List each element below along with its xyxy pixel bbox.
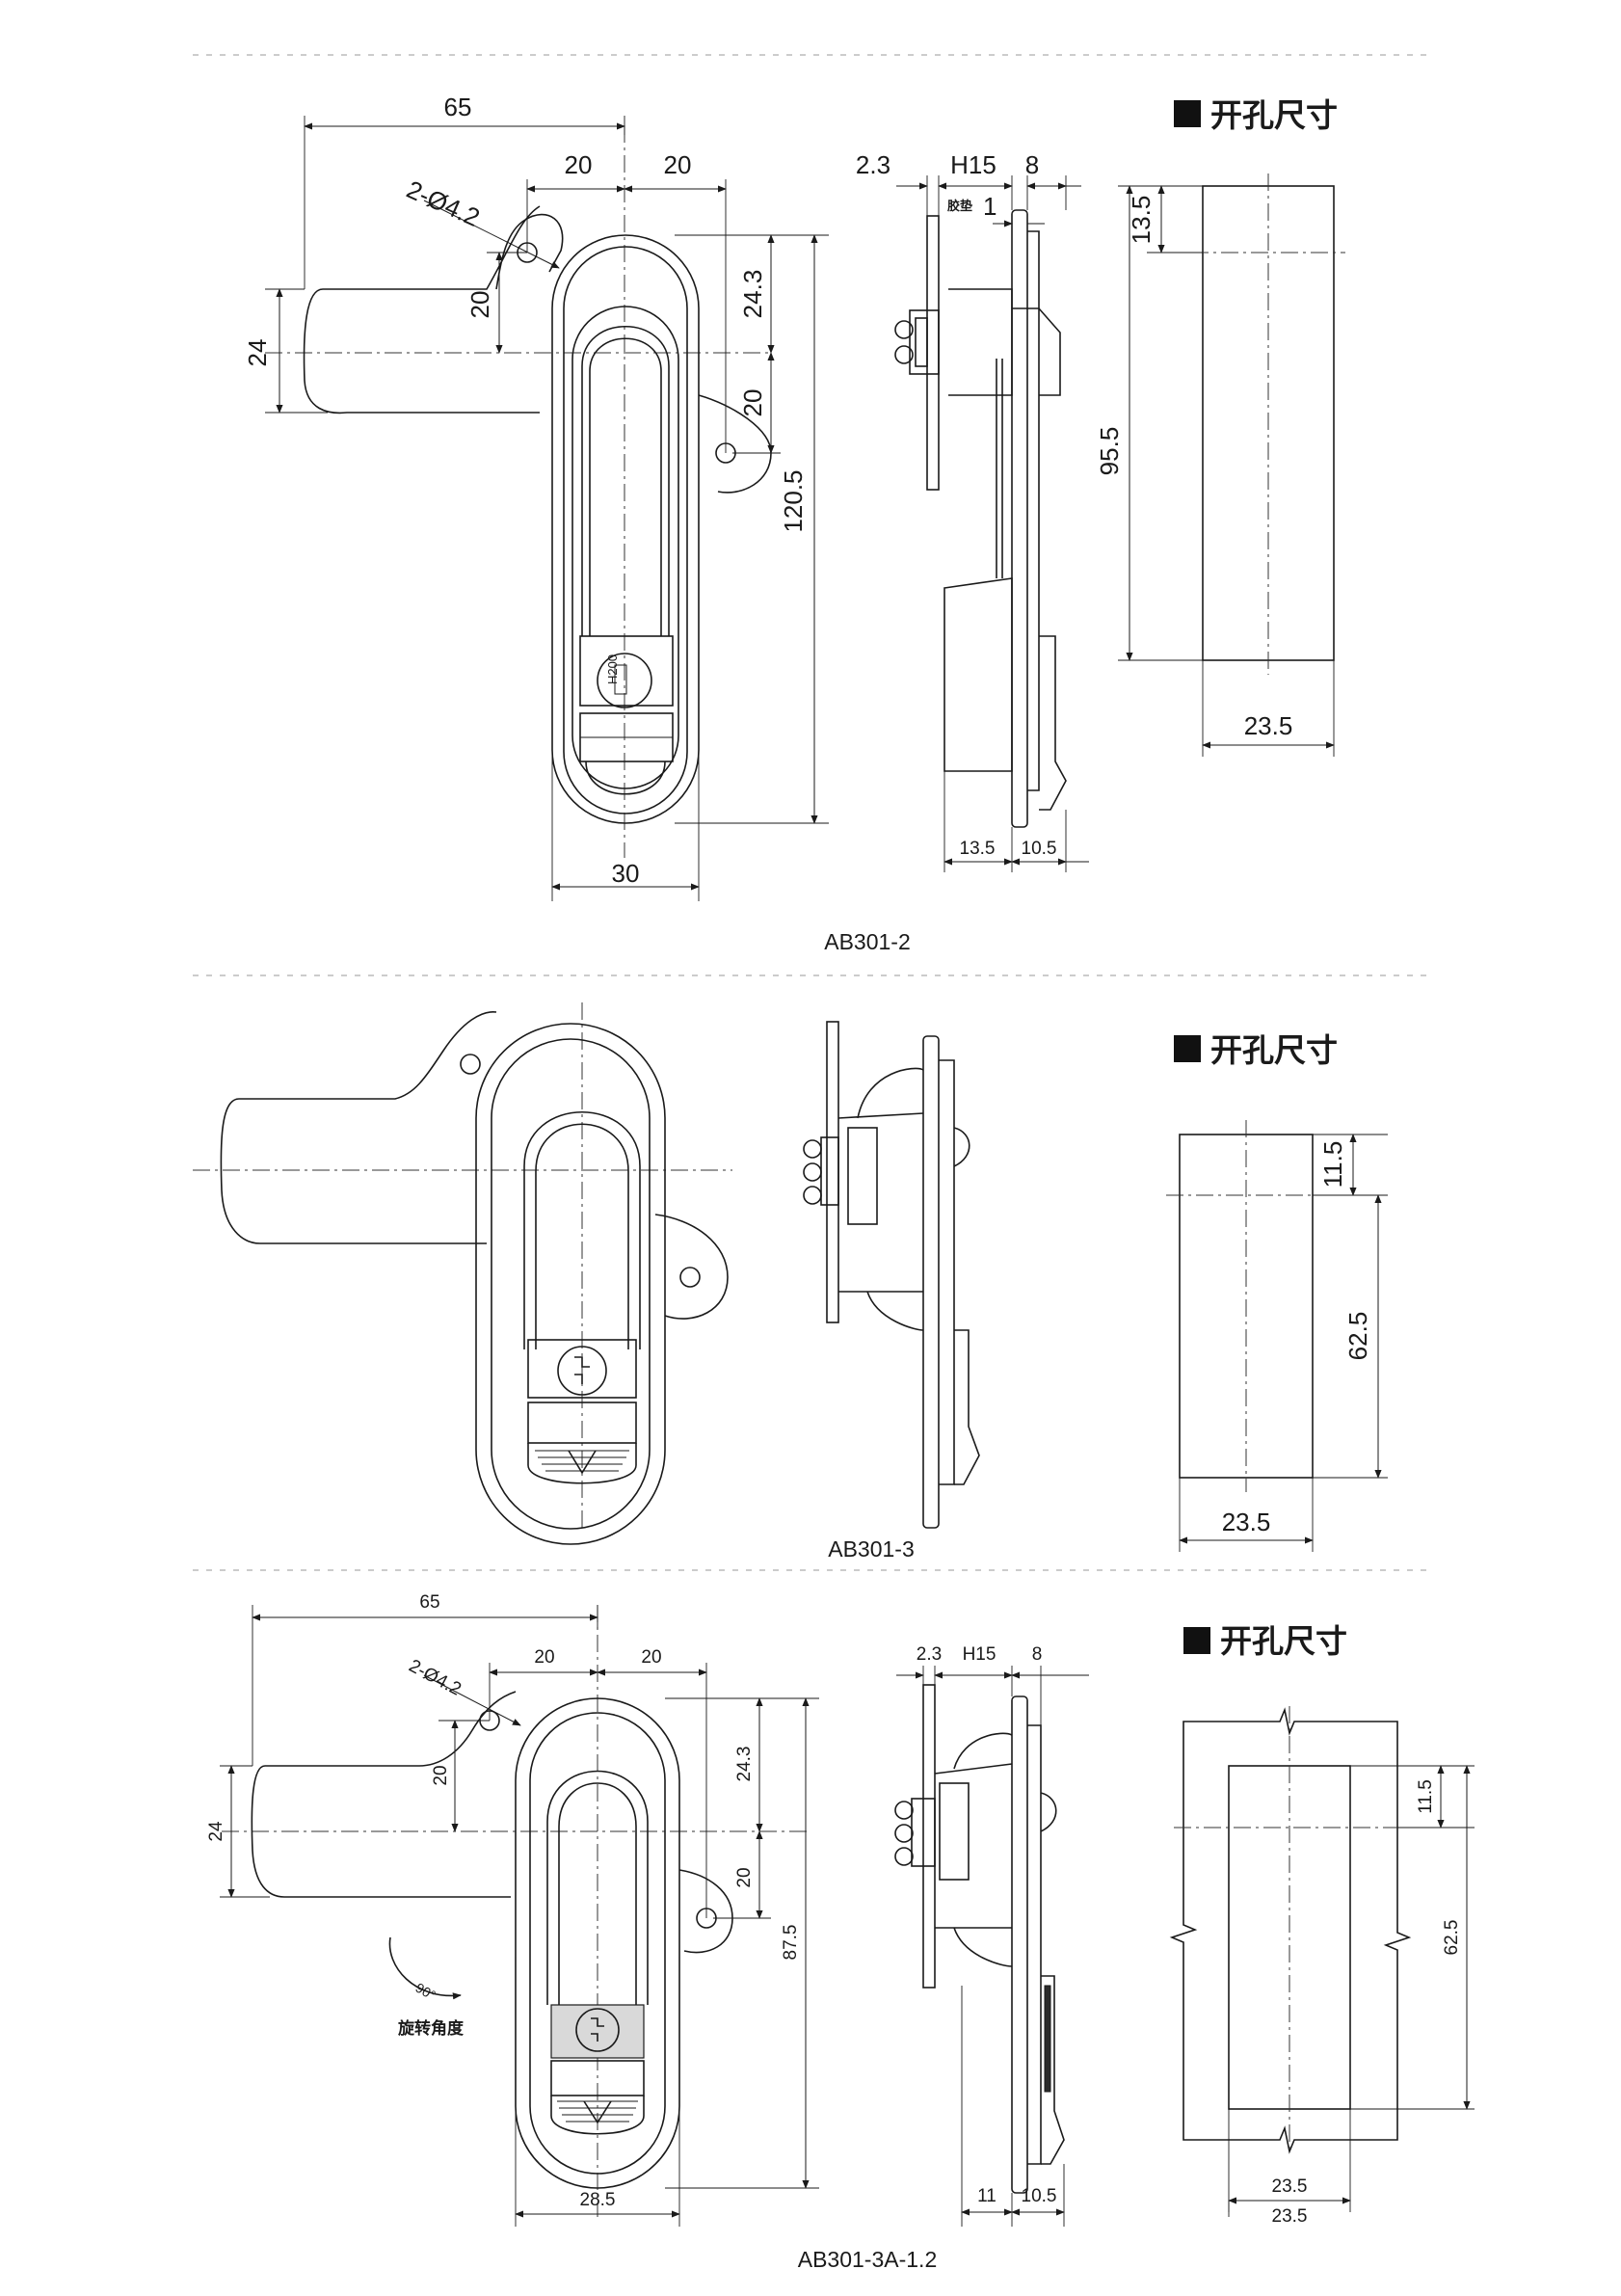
s3-cutout-dim-23-5-outer: 23.5 xyxy=(1272,2206,1308,2227)
rotation-arrow-icon xyxy=(388,1936,462,2000)
side-dim-8: 8 xyxy=(1025,150,1039,179)
s3-dim-24: 24 xyxy=(206,1821,226,1842)
s3-dim-20-left: 20 xyxy=(534,1647,554,1668)
ab301-3a-side-view xyxy=(894,1684,1065,2194)
rotation-label: 旋转角度 xyxy=(397,2018,465,2039)
s3-dim-24-3: 24.3 xyxy=(734,1747,755,1782)
dim-20-vert-right: 20 xyxy=(738,389,767,417)
side-dim-1: 1 xyxy=(983,192,997,221)
s3-dim-65: 65 xyxy=(419,1592,439,1613)
dim-24-3: 24.3 xyxy=(738,270,767,319)
cutout-dim-95-5: 95.5 xyxy=(1095,427,1124,476)
s3-dim-28-5: 28.5 xyxy=(580,2190,616,2210)
dim-24: 24 xyxy=(243,339,272,367)
dim-20-left: 20 xyxy=(565,150,593,179)
s3-dim-20-vert-right: 20 xyxy=(734,1867,755,1887)
s3-cutout-dim-11-5: 11.5 xyxy=(1416,1779,1436,1814)
ab301-2-side-dimensions: 2.3 H15 8 胶垫 1 13.5 10.5 xyxy=(856,150,1089,872)
s3-dim-holes: 2-Ø4.2 xyxy=(406,1656,465,1700)
s3-cutout-dim-23-5-inner: 23.5 xyxy=(1272,2176,1308,2197)
ab301-3-front-view xyxy=(193,1002,732,1545)
cutout2-dim-62-5: 62.5 xyxy=(1343,1312,1372,1361)
ab301-3-side-view xyxy=(803,1021,980,1529)
model-label-2: AB301-3 xyxy=(828,1536,915,1562)
s3-side-dim-10-5: 10.5 xyxy=(1022,2186,1057,2206)
side-dim-10-5: 10.5 xyxy=(1022,839,1057,859)
ab301-3-cutout: 开孔尺寸 11.5 62.5 23.5 xyxy=(1166,1031,1388,1552)
ab301-3a-front-view: 90° 旋转角度 xyxy=(222,1605,810,2217)
s3-side-dim-8: 8 xyxy=(1032,1644,1043,1665)
side-dim-2-3: 2.3 xyxy=(856,150,890,179)
model-label-3: AB301-3A-1.2 xyxy=(798,2247,937,2272)
title-square-2 xyxy=(1174,1035,1201,1062)
cutout2-dim-11-5: 11.5 xyxy=(1318,1141,1347,1188)
ab301-3a-front-dimensions: 65 20 20 2-Ø4.2 20 24 24.3 20 87.5 28.5 xyxy=(206,1592,819,2227)
s3-side-dim-2-3: 2.3 xyxy=(917,1644,942,1665)
s3-dim-20-right: 20 xyxy=(641,1647,661,1668)
gasket-label: 胶垫 xyxy=(947,199,972,214)
title-square-1 xyxy=(1174,100,1201,127)
cutout-title-1: 开孔尺寸 xyxy=(1210,96,1338,134)
key-code-label: H200 xyxy=(605,654,620,684)
dim-holes: 2-Ø4.2 xyxy=(403,174,485,232)
ab301-2-side-view xyxy=(894,209,1067,828)
rotation-angle: 90° xyxy=(413,1980,438,2003)
side-dim-13-5: 13.5 xyxy=(960,839,996,859)
ab301-2-cutout: 开孔尺寸 13.5 95.5 23.5 xyxy=(1095,96,1345,757)
title-square-3 xyxy=(1183,1627,1210,1654)
cutout-dim-23-5: 23.5 xyxy=(1244,711,1293,740)
dim-65: 65 xyxy=(444,93,472,121)
dim-20-right: 20 xyxy=(664,150,692,179)
s3-dim-87-5: 87.5 xyxy=(781,1925,801,1961)
ab301-2-front-dimensions: 65 20 20 2-Ø4.2 20 24 24.3 20 120.5 xyxy=(243,93,829,901)
model-label-1: AB301-2 xyxy=(824,929,911,954)
cutout-dim-13-5: 13.5 xyxy=(1127,196,1156,245)
dim-30: 30 xyxy=(612,859,640,888)
cutout2-dim-23-5: 23.5 xyxy=(1222,1508,1271,1536)
s3-side-dim-h15: H15 xyxy=(963,1644,997,1665)
dim-120-5: 120.5 xyxy=(779,469,808,532)
ab301-3a-side-dimensions: 2.3 H15 8 11 10.5 xyxy=(896,1644,1089,2227)
cutout-title-3: 开孔尺寸 xyxy=(1220,1622,1347,1660)
cutout-title-2: 开孔尺寸 xyxy=(1210,1031,1338,1069)
s3-dim-20-vert-left: 20 xyxy=(431,1765,451,1785)
ab301-3a-cutout: 开孔尺寸 11.5 62.5 23.5 23.5 xyxy=(1169,1622,1475,2227)
side-dim-h15: H15 xyxy=(950,150,997,179)
s3-cutout-dim-62-5: 62.5 xyxy=(1442,1920,1462,1956)
dim-20-vert-left: 20 xyxy=(465,291,494,319)
s3-side-dim-11: 11 xyxy=(977,2186,997,2206)
